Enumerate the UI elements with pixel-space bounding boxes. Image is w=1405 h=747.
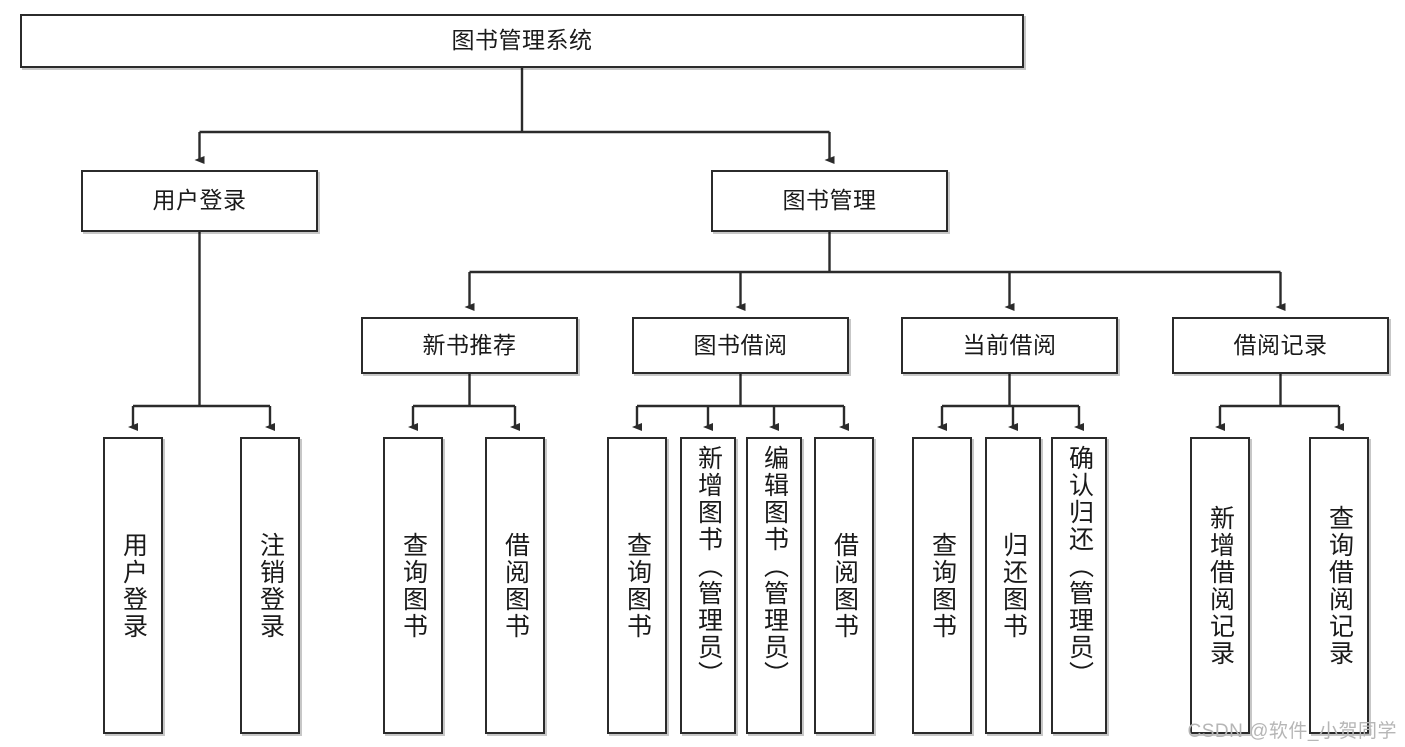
node-label: 当前借阅 — [962, 331, 1057, 358]
node-leaf_2[interactable]: 查询图书 — [383, 437, 443, 734]
node-label: 新书推荐 — [422, 331, 517, 358]
node-l2_0[interactable]: 用户登录 — [81, 170, 318, 232]
node-label: 编辑图书（管理员） — [760, 445, 789, 688]
node-label: 确认归还（管理员） — [1065, 445, 1094, 688]
node-label: 查询借阅记录 — [1325, 504, 1354, 667]
node-leaf_9[interactable]: 归还图书 — [985, 437, 1041, 734]
node-l3_0[interactable]: 新书推荐 — [361, 317, 578, 374]
node-label: 查询图书 — [399, 531, 428, 640]
node-leaf_12[interactable]: 查询借阅记录 — [1309, 437, 1369, 734]
node-l3_2[interactable]: 当前借阅 — [901, 317, 1118, 374]
node-label: 借阅图书 — [830, 531, 859, 640]
node-label: 借阅图书 — [501, 531, 530, 640]
node-label: 注销登录 — [256, 531, 285, 640]
node-label: 用户登录 — [119, 531, 148, 640]
node-label: 图书管理 — [782, 187, 877, 214]
node-root[interactable]: 图书管理系统 — [20, 14, 1024, 68]
node-leaf_7[interactable]: 借阅图书 — [814, 437, 874, 734]
node-leaf_3[interactable]: 借阅图书 — [485, 437, 545, 734]
node-label: 借阅记录 — [1233, 331, 1328, 358]
node-leaf_0[interactable]: 用户登录 — [103, 437, 163, 734]
node-leaf_10[interactable]: 确认归还（管理员） — [1051, 437, 1107, 734]
node-l2_1[interactable]: 图书管理 — [711, 170, 948, 232]
node-leaf_8[interactable]: 查询图书 — [912, 437, 972, 734]
node-label: 新增借阅记录 — [1206, 504, 1235, 667]
node-label: 用户登录 — [152, 187, 247, 214]
node-label: 查询图书 — [928, 531, 957, 640]
node-label: 新增图书（管理员） — [694, 445, 723, 688]
node-leaf_11[interactable]: 新增借阅记录 — [1190, 437, 1250, 734]
node-leaf_6[interactable]: 编辑图书（管理员） — [746, 437, 802, 734]
node-label: 图书借阅 — [693, 331, 788, 358]
node-label: 查询图书 — [623, 531, 652, 640]
node-leaf_4[interactable]: 查询图书 — [607, 437, 667, 734]
node-leaf_5[interactable]: 新增图书（管理员） — [680, 437, 736, 734]
node-l3_1[interactable]: 图书借阅 — [632, 317, 849, 374]
node-label: 归还图书 — [999, 531, 1028, 640]
watermark-label: CSDN @软件_小贺同学 — [1187, 721, 1397, 742]
node-l3_3[interactable]: 借阅记录 — [1172, 317, 1389, 374]
node-label: 图书管理系统 — [451, 27, 593, 54]
node-leaf_1[interactable]: 注销登录 — [240, 437, 300, 734]
